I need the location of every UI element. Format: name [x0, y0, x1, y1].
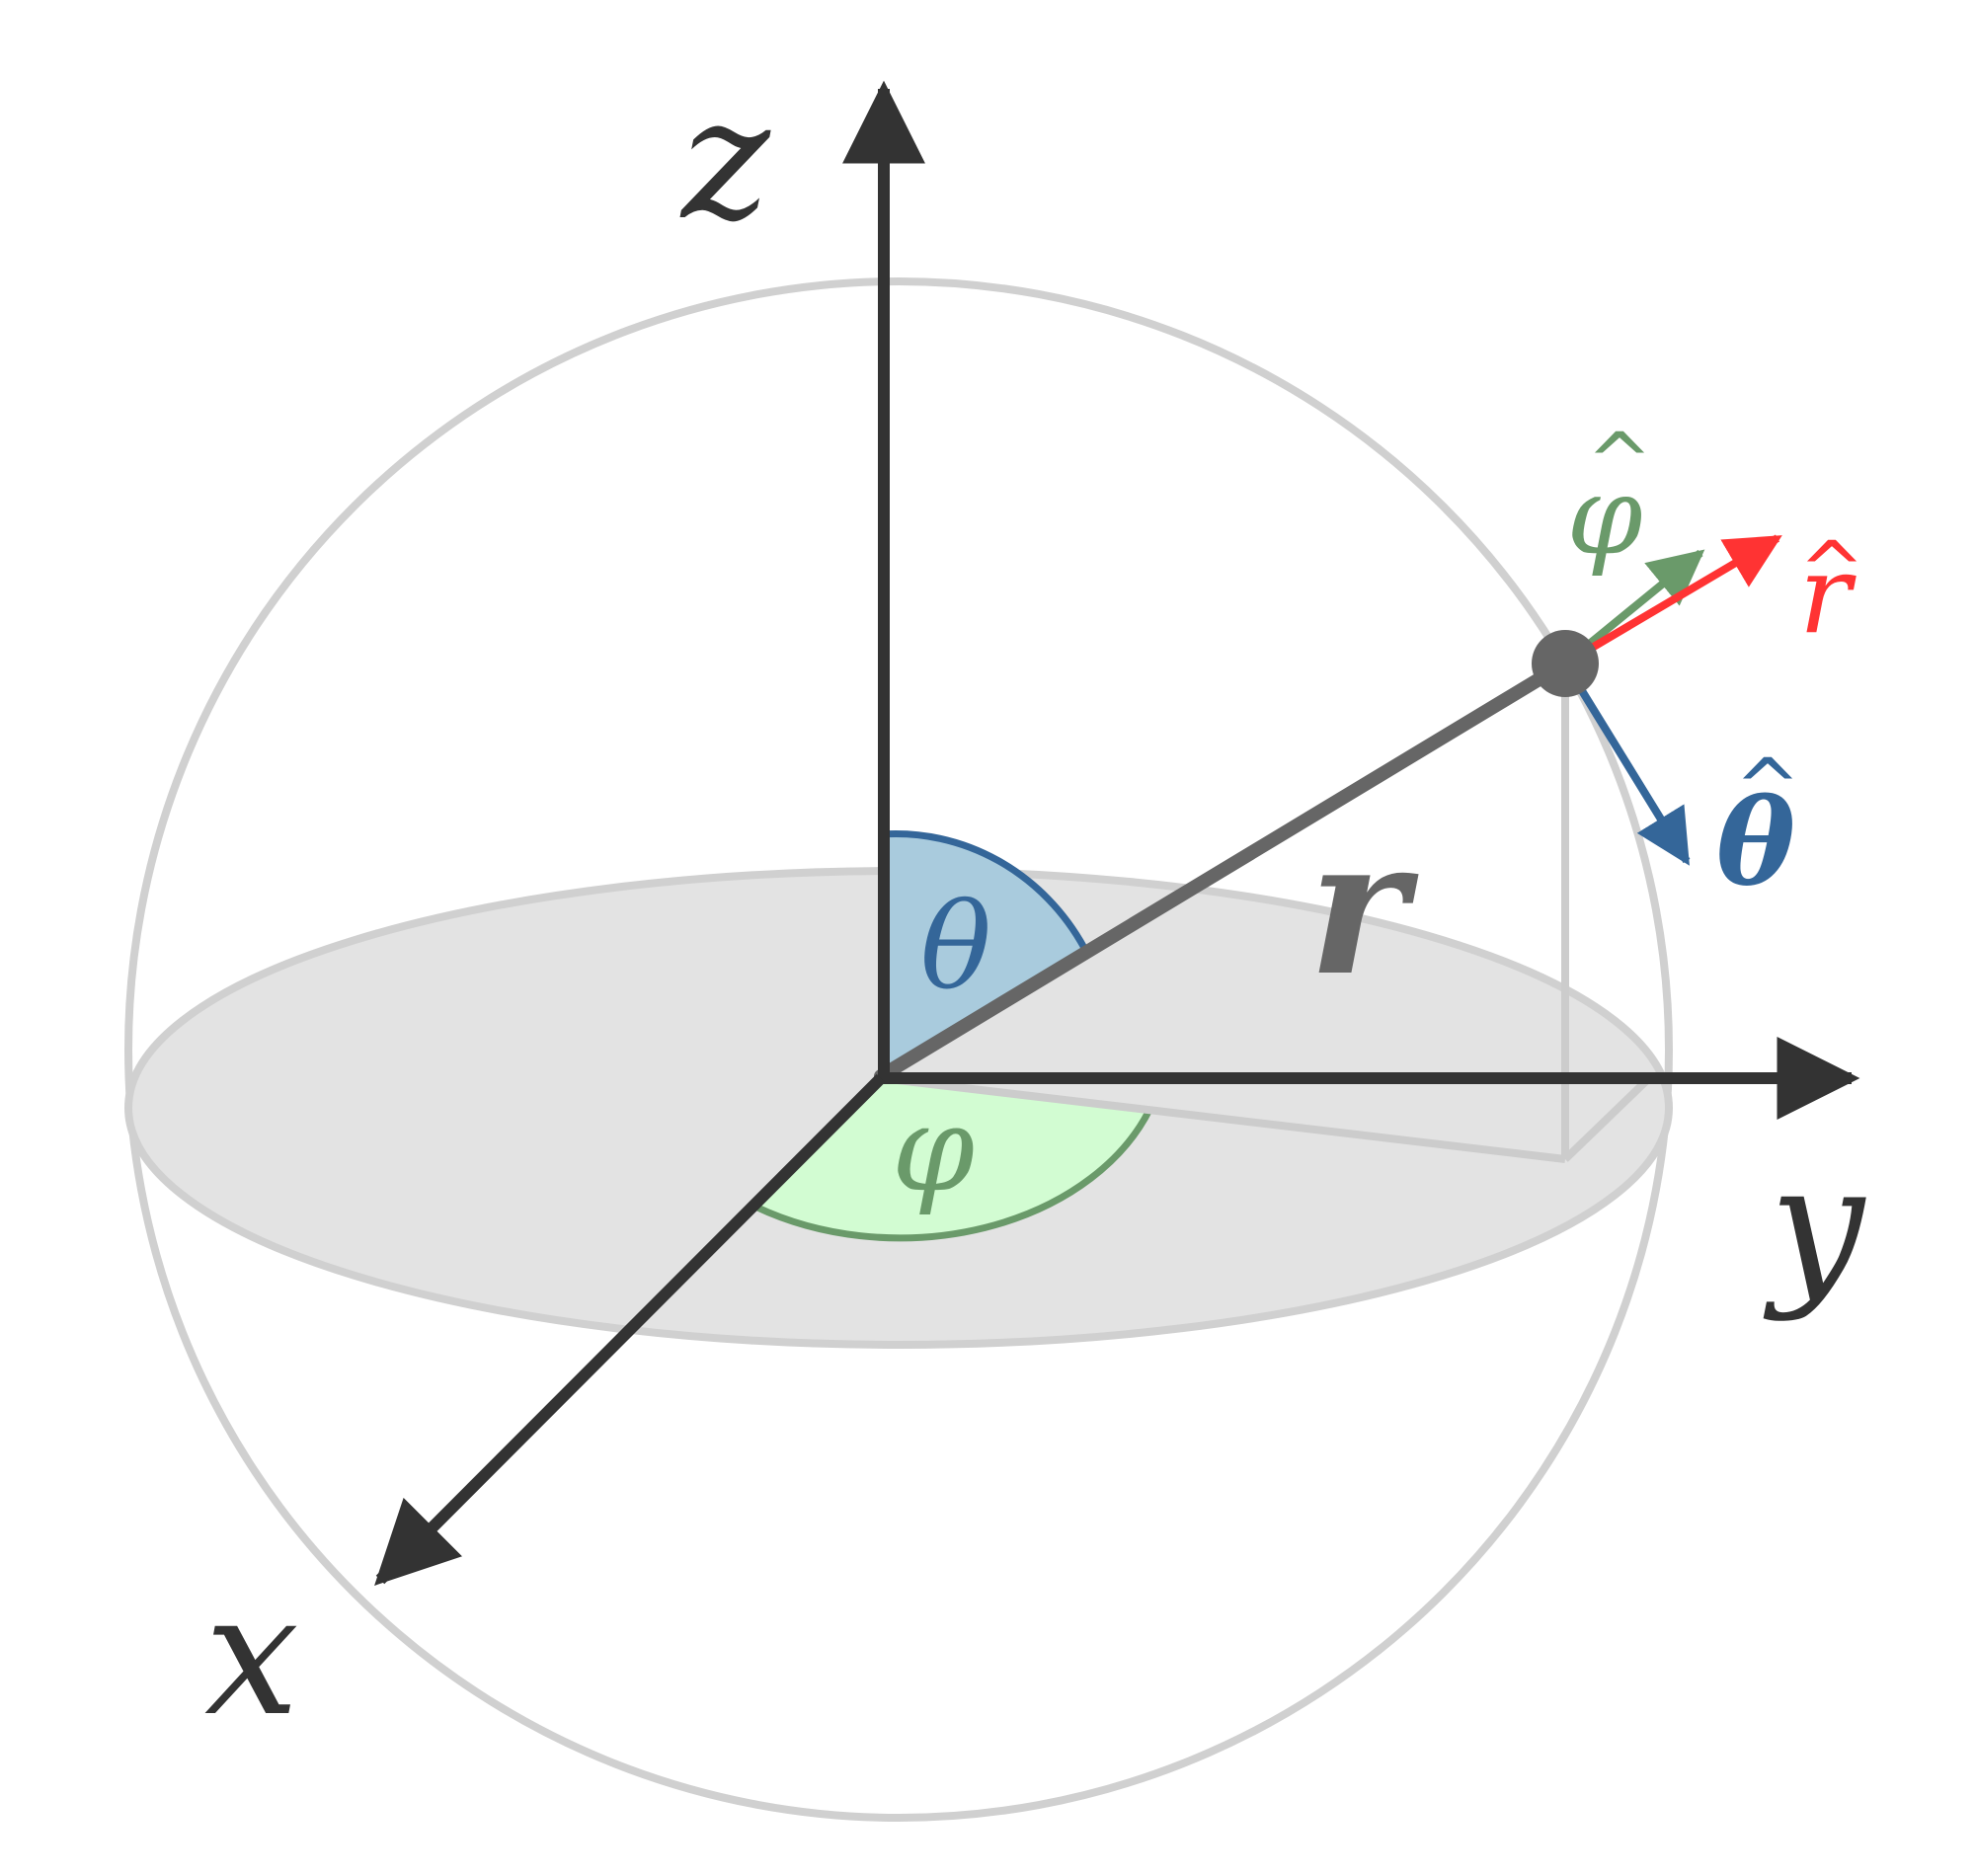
phi-angle-label: φ [892, 1081, 975, 1218]
theta-angle-arc [880, 829, 1088, 950]
theta-hat-label: θ [1716, 773, 1795, 912]
z-axis-label: z [679, 62, 771, 258]
projection-to-y-axis [1562, 1075, 1652, 1162]
phi-angle-sector [755, 1076, 1150, 1238]
theta-angle-sector [881, 833, 1084, 1076]
theta-hat-vector [1561, 661, 1691, 866]
y-axis-label: y [1763, 1129, 1866, 1324]
sphere-outline [124, 277, 1673, 1822]
r-hat-label: r [1799, 531, 1857, 658]
theta-angle-label: θ [920, 879, 991, 1016]
radius-line [874, 657, 1572, 1083]
r-hat-caret: ^ [1798, 524, 1864, 616]
x-axis-label: x [204, 1558, 299, 1754]
phi-angle-arc [753, 1106, 1154, 1242]
phi-hat-label: φ [1566, 452, 1642, 579]
x-axis [374, 1073, 886, 1586]
radius-label: r [1308, 797, 1419, 1017]
point-marker [1532, 630, 1599, 697]
r-hat-vector [1562, 534, 1782, 667]
projection-to-origin [880, 1074, 1566, 1163]
theta-hat-caret: ^ [1734, 742, 1800, 833]
phi-hat-caret: ^ [1586, 416, 1652, 508]
